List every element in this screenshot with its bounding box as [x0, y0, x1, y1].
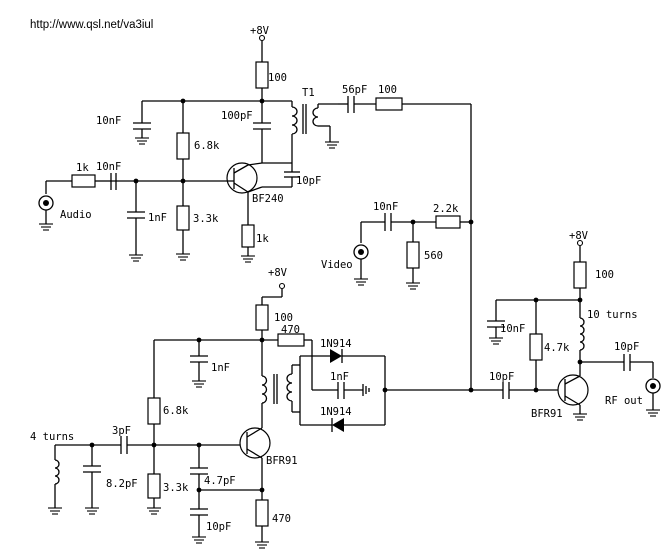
cap-1nf-c-label: 1nF — [330, 371, 349, 383]
resistor-100-top — [255, 61, 269, 89]
resistor-3k3-b — [147, 473, 161, 499]
resistor-6k8-b-label: 6.8k — [163, 405, 189, 417]
resistor-2k2-label: 2.2k — [433, 203, 459, 215]
transistor-bfr91-out-label: BFR91 — [531, 408, 563, 420]
source-url: http://www.qsl.net/va3iul — [30, 19, 153, 31]
output-amp-stage: +8V 100 10nF 4.7k 10 turns 10pF — [471, 230, 661, 421]
resistor-3k3-a — [176, 205, 190, 231]
resistor-3k3-b-label: 3.3k — [163, 482, 189, 494]
video-input-label: Video — [321, 259, 353, 271]
vcc-label-1: +8V — [250, 25, 270, 37]
resistor-6k8-a-label: 6.8k — [194, 140, 220, 152]
resistor-470-b-label: 470 — [272, 513, 291, 525]
cap-1nf-a-label: 1nF — [148, 212, 167, 224]
transistor-bf240-label: BF240 — [252, 193, 284, 205]
diode-1n914-a — [330, 349, 342, 363]
coil-10-turns-label: 10 turns — [587, 309, 638, 321]
resistor-4k7-label: 4.7k — [544, 342, 570, 354]
vcc-terminal-2 — [278, 282, 286, 290]
coil-4-turns-label: 4 turns — [30, 431, 74, 443]
cap-10nf-amp-label: 10nF — [500, 323, 525, 335]
resistor-100-osc-label: 100 — [274, 312, 293, 324]
cap-10nf-video-label: 10nF — [373, 201, 398, 213]
transistor-bfr91-osc-label: BFR91 — [266, 455, 298, 467]
resistor-100-amp — [573, 261, 587, 289]
cap-4p7pf-label: 4.7pF — [204, 475, 236, 487]
cap-10pf-out-label: 10pF — [614, 341, 639, 353]
rf-out-label: RF out — [605, 395, 643, 407]
vcc-terminal-3 — [576, 239, 584, 247]
resistor-4k7 — [529, 333, 543, 361]
resistor-1k-emitter-label: 1k — [256, 233, 269, 245]
resistor-100-out — [375, 97, 403, 111]
resistor-2k2 — [435, 215, 461, 229]
resistor-470-b — [255, 499, 269, 527]
resistor-3k3-a-label: 3.3k — [193, 213, 219, 225]
vcc-label-2: +8V — [268, 267, 288, 279]
resistor-100-top-label: 100 — [268, 72, 287, 84]
resistor-1k-in-label: 1k — [76, 162, 89, 174]
cap-10pf-c-label: 10pF — [489, 371, 514, 383]
diode-1n914-a-label: 1N914 — [320, 338, 352, 350]
resistor-1k-in — [71, 174, 96, 188]
resistor-470-a-label: 470 — [281, 324, 300, 336]
cap-3pf-label: 3pF — [112, 425, 131, 437]
resistor-560-label: 560 — [424, 250, 443, 262]
resistor-100-amp-label: 100 — [595, 269, 614, 281]
diode-1n914-b-label: 1N914 — [320, 406, 352, 418]
vcc-terminal-1 — [258, 34, 266, 42]
cap-8p2pf-label: 8.2pF — [106, 478, 138, 490]
cap-1nf-b-label: 1nF — [211, 362, 230, 374]
resistor-6k8-a — [176, 132, 190, 160]
cap-10pf-a-label: 10pF — [296, 175, 321, 187]
cap-100pf-label: 100pF — [221, 110, 253, 122]
cap-56pf-label: 56pF — [342, 84, 367, 96]
cap-10pf-b-label: 10pF — [206, 521, 231, 533]
audio-input-label: Audio — [60, 209, 92, 221]
cap-10nf-in-label: 10nF — [96, 161, 121, 173]
resistor-560 — [406, 241, 420, 269]
oscillator-stage: +8V 100 470 1nF 6.8k 3.3k — [30, 267, 474, 549]
audio-stage: +8V 100 10nF 6.8k 3.3k 100pF — [38, 25, 472, 390]
transformer-t1-label: T1 — [302, 87, 315, 99]
video-input: 10nF 560 2.2k Video — [321, 201, 474, 290]
cap-10nf-bypass-label: 10nF — [96, 115, 121, 127]
resistor-100-out-label: 100 — [378, 84, 397, 96]
resistor-6k8-b — [147, 397, 161, 425]
vcc-label-3: +8V — [569, 230, 589, 242]
resistor-100-osc — [255, 304, 269, 331]
diode-1n914-b — [332, 418, 344, 432]
resistor-1k-emitter — [241, 224, 255, 248]
